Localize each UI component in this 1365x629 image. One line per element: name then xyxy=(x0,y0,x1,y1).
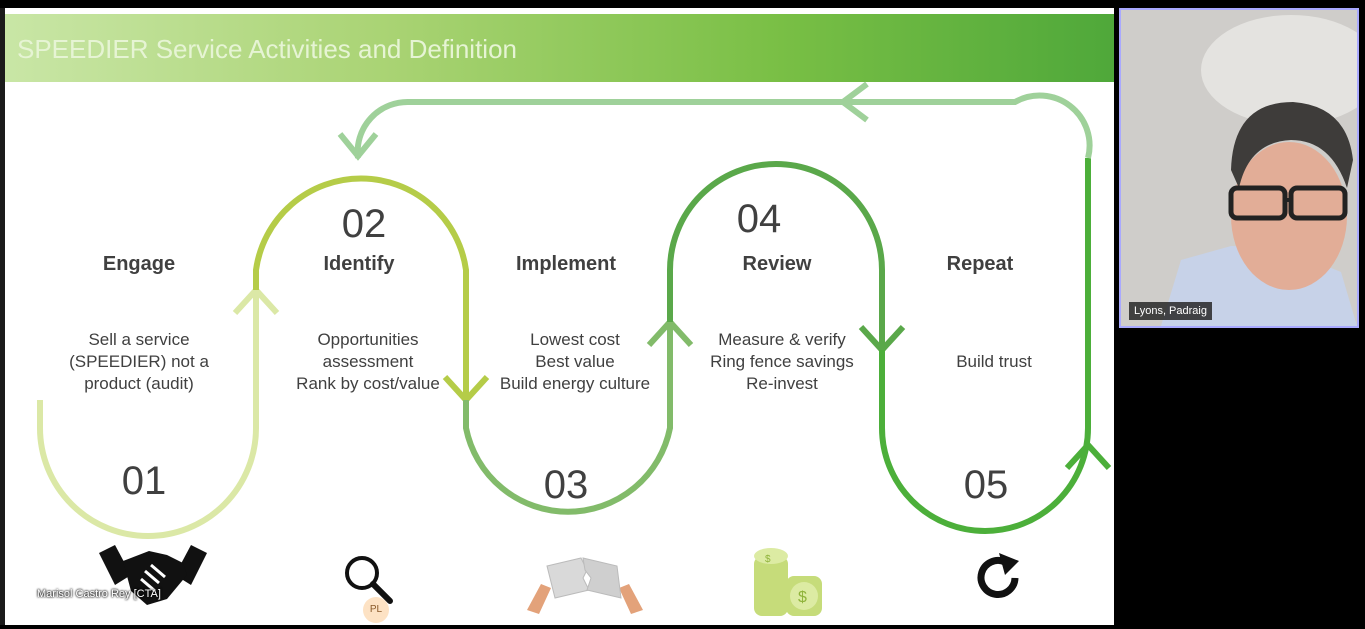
loop-return-path xyxy=(354,92,1093,159)
loop-segment-4 xyxy=(667,161,885,350)
process-loop-diagram xyxy=(37,81,1112,539)
loop-segment-3 xyxy=(463,322,673,515)
magnifier-icon xyxy=(345,556,393,604)
step-label-repeat: Repeat xyxy=(946,253,1014,275)
step-label-implement: Implement xyxy=(515,253,617,275)
handshake-icon xyxy=(99,545,207,605)
step-label-review: Review xyxy=(742,253,812,275)
loop-entry-arrow xyxy=(337,132,379,161)
description-line: assessment xyxy=(322,352,414,371)
description-line: Opportunities xyxy=(317,330,419,349)
slide-title: SPEEDIER Service Activities and Definiti… xyxy=(17,34,517,64)
description-line: Rank by cost/value xyxy=(296,374,440,393)
step-number-04: 04 xyxy=(736,197,782,241)
refresh-icon xyxy=(977,553,1019,598)
description-line: Lowest cost xyxy=(530,330,620,349)
step-description-implement: Lowest cost Best value Build energy cult… xyxy=(475,329,675,395)
description-line: Best value xyxy=(535,352,615,371)
participant-video-feed xyxy=(1121,10,1357,326)
description-line: Sell a service xyxy=(88,330,190,349)
step-number-05: 05 xyxy=(963,463,1009,507)
coins-icon: $ $ xyxy=(754,548,822,616)
step-description-review: Measure & verify Ring fence savings Re-i… xyxy=(682,329,882,395)
loop-arrow-5 xyxy=(1064,440,1112,471)
participant-video-tile[interactable]: Lyons, Padraig xyxy=(1119,8,1359,328)
presenter-name-caption: Marisol Castro Rey [CTA] xyxy=(37,588,161,600)
description-line: Re-invest xyxy=(746,374,818,393)
step-description-identify: Opportunities assessment Rank by cost/va… xyxy=(268,329,468,395)
puzzle-icon xyxy=(527,557,643,614)
description-line: Measure & verify xyxy=(718,330,846,349)
step-label-identify: Identify xyxy=(323,253,395,275)
presenter-avatar-badge: PL xyxy=(363,597,389,623)
participant-name-label: Lyons, Padraig xyxy=(1129,302,1212,320)
description-line: (SPEEDIER) not a xyxy=(69,352,209,371)
description-line: product (audit) xyxy=(84,374,194,393)
step-description-engage: Sell a service (SPEEDIER) not a product … xyxy=(39,329,239,395)
step-label-engage: Engage xyxy=(102,253,176,275)
step-description-repeat: Build trust xyxy=(894,351,1094,373)
svg-text:$: $ xyxy=(765,554,771,565)
loop-segment-5 xyxy=(879,158,1091,534)
description-line: Build energy culture xyxy=(499,374,651,393)
shared-slide: SPEEDIER Service Activities and Definiti… xyxy=(5,8,1114,625)
description-line: Ring fence savings xyxy=(710,352,854,371)
step-number-02: 02 xyxy=(341,202,387,246)
slide-title-banner: SPEEDIER Service Activities and Definiti… xyxy=(5,14,1114,82)
step-number-03: 03 xyxy=(543,463,589,507)
step-number-01: 01 xyxy=(121,459,167,503)
loop-return-arrow xyxy=(838,81,869,123)
svg-text:$: $ xyxy=(798,589,807,606)
loop-segment-1 xyxy=(37,290,259,539)
description-line: Build trust xyxy=(956,352,1032,371)
loop-segment-2 xyxy=(253,175,469,400)
window-edge xyxy=(0,8,5,625)
